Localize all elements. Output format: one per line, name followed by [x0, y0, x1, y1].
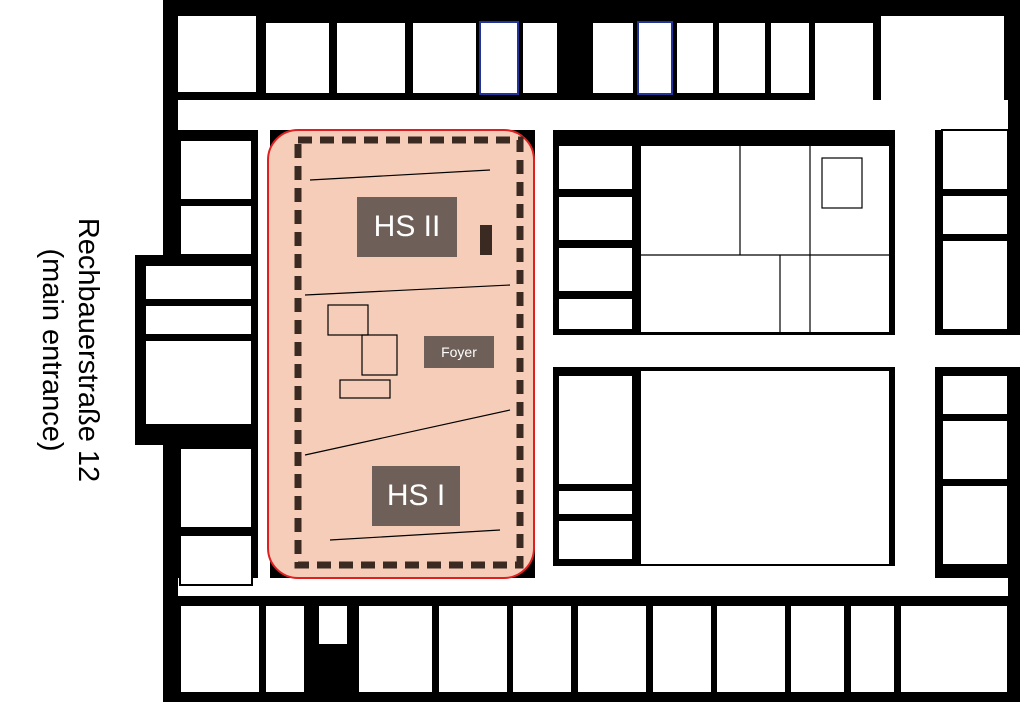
room-label-hs2: HS II [357, 197, 457, 257]
middle-wing-rooms [557, 144, 634, 561]
top-wing-rooms [176, 14, 1006, 104]
lecture-hall-area [267, 129, 535, 579]
left-wing-rooms [144, 139, 253, 586]
bottom-wing-rooms [179, 604, 1009, 694]
right-court-rooms [639, 144, 891, 566]
right-wing-rooms [941, 129, 1009, 566]
room-label-foyer: Foyer [424, 336, 494, 368]
street-name: Rechbauerstraße 12 [72, 217, 104, 483]
street-address-label: Rechbauerstraße 12 (main entrance) [34, 218, 106, 482]
main-entrance-note: (main entrance) [36, 248, 68, 452]
room-label-hs1: HS I [372, 466, 460, 526]
